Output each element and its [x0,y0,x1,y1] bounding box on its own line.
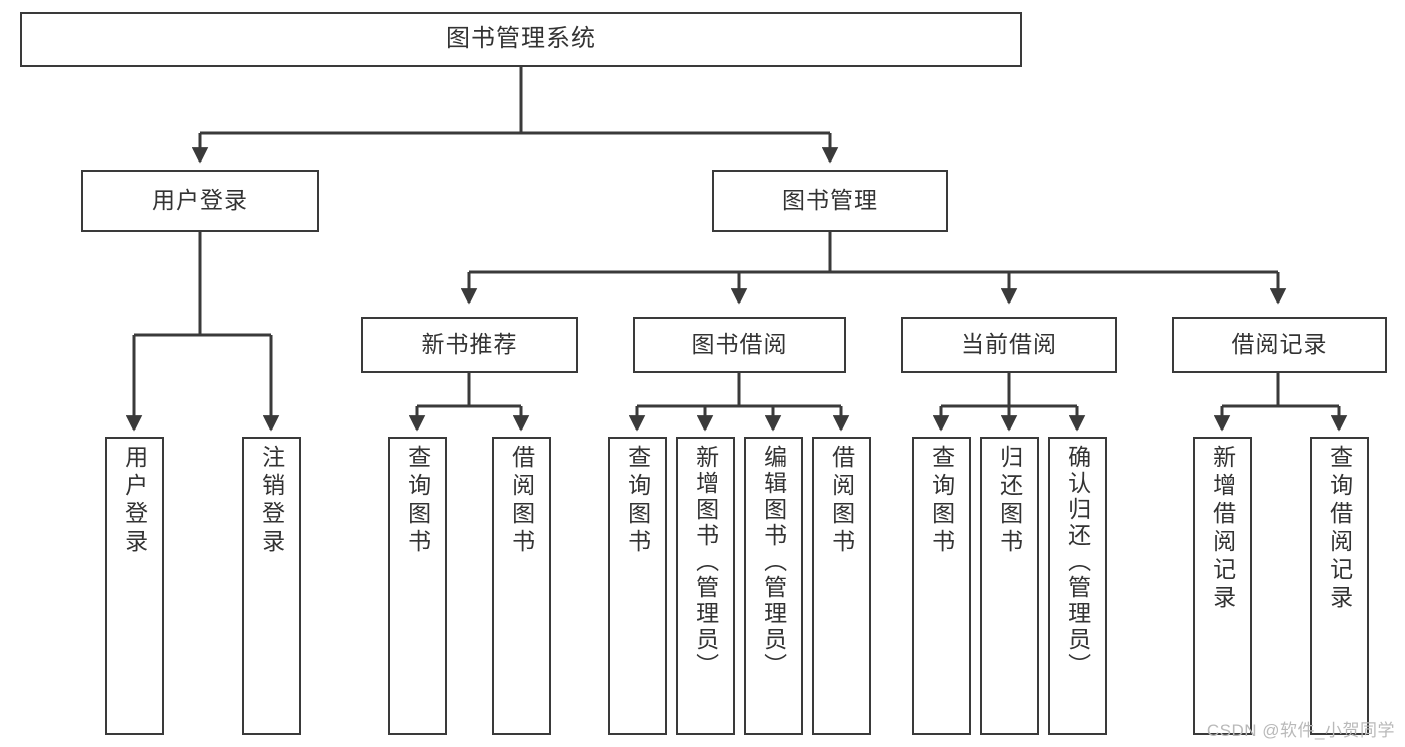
node-label: 编辑图书（管理员） [760,445,787,679]
csdn-watermark: CSDN @软件_小贺同学 [1206,721,1395,740]
node-label: 新增借阅记录 [1209,445,1236,613]
node-new-book-recommend[interactable]: 新书推荐 [361,317,578,373]
node-label: 图书管理 [782,187,878,214]
node-borrow-record[interactable]: 借阅记录 [1172,317,1387,373]
node-label: 新书推荐 [421,331,518,358]
leaf-borrow-add-book-admin[interactable]: 新增图书（管理员） [676,437,735,735]
node-label: 借阅图书 [508,445,535,557]
leaf-recommend-borrow-book[interactable]: 借阅图书 [492,437,551,735]
node-label: 图书管理系统 [446,25,596,53]
node-current-borrow[interactable]: 当前借阅 [901,317,1117,373]
node-label: 查询图书 [404,445,431,557]
node-label: 查询图书 [624,445,651,557]
leaf-borrow-query-book[interactable]: 查询图书 [608,437,667,735]
leaf-borrow-borrow-book[interactable]: 借阅图书 [812,437,871,735]
leaf-user-login-signin[interactable]: 用户登录 [105,437,164,735]
node-book-borrow[interactable]: 图书借阅 [633,317,846,373]
node-label: 当前借阅 [961,331,1057,358]
leaf-current-return-book[interactable]: 归还图书 [980,437,1039,735]
leaf-current-query-book[interactable]: 查询图书 [912,437,971,735]
node-label: 查询借阅记录 [1326,445,1353,613]
leaf-user-login-signout[interactable]: 注销登录 [242,437,301,735]
leaf-record-query-record[interactable]: 查询借阅记录 [1310,437,1369,735]
node-label: 借阅图书 [828,445,855,557]
leaf-record-add-record[interactable]: 新增借阅记录 [1193,437,1252,735]
node-label: 图书借阅 [691,331,788,358]
leaf-current-confirm-return-admin[interactable]: 确认归还（管理员） [1048,437,1107,735]
node-root-system[interactable]: 图书管理系统 [20,12,1022,67]
node-label: 借阅记录 [1231,331,1328,358]
leaf-recommend-query-book[interactable]: 查询图书 [388,437,447,735]
node-label: 注销登录 [258,445,285,557]
node-label: 用户登录 [121,445,148,557]
node-user-login[interactable]: 用户登录 [81,170,319,232]
node-label: 确认归还（管理员） [1064,445,1091,679]
node-label: 查询图书 [928,445,955,557]
node-label: 新增图书（管理员） [692,445,719,679]
node-label: 用户登录 [152,187,248,214]
leaf-borrow-edit-book-admin[interactable]: 编辑图书（管理员） [744,437,803,735]
node-label: 归还图书 [996,445,1023,557]
node-book-management[interactable]: 图书管理 [712,170,948,232]
